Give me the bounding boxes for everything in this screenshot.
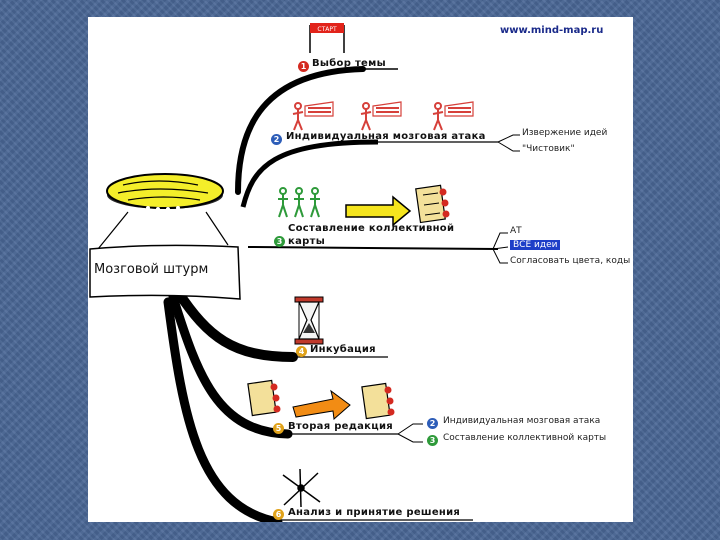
branch-5-child-1: Индивидуальная мозговая атака [443,416,601,426]
branch-5-child-2-number: 3 [427,435,438,446]
branch-3-child-1: АТ [510,226,522,236]
people-icon [292,101,474,131]
start-flag-icon: СТАРТ [309,23,345,53]
branch-label-3-line2: карты [288,236,326,247]
branch-5-child-2: Составление коллективной карты [443,433,607,443]
checklist-icon-right [361,382,395,420]
branch-curve-3 [247,246,499,250]
decision-icon [282,468,321,508]
branch-number-4: 4 [296,346,307,357]
mind-map-slide: СТАРТ [88,17,633,522]
branch-number-2: 2 [271,134,282,145]
checklist-icon-left [247,379,281,417]
branch-3-child-2: ВСЕ идеи [510,240,561,250]
team-icon [278,187,320,218]
branch-number-5: 5 [273,423,284,434]
site-url: www.mind-map.ru [500,25,604,36]
mind-map-lines: СТАРТ [89,23,520,522]
branch-label-2: Индивидуальная мозговая атака [286,131,486,142]
center-box [89,244,241,300]
branch-2-child-2: "Чистовик" [522,144,575,154]
hourglass-icon [294,296,324,345]
branch-3-child-3: Согласовать цвета, коды [510,256,631,266]
checklist-icon [415,184,450,224]
orange-arrow-icon [292,389,351,420]
flag-text: СТАРТ [317,26,337,33]
branch-curve-4 [173,287,298,362]
branch-curve-2 [240,139,379,208]
branch-number-6: 6 [273,509,284,520]
branch-label-1: Выбор темы [312,58,386,69]
arrow-icon [345,195,412,227]
branch-label-4: Инкубация [310,344,376,355]
branch-number-3: 3 [274,236,285,247]
branch-label-5: Вторая редакция [288,421,393,432]
brain-icon [106,173,224,211]
branch-curve-5 [168,292,293,439]
branch-label-3-line1: Составление коллективной [288,223,455,234]
branch-5-child-1-number: 2 [427,418,438,429]
branch-curve-1 [235,66,366,195]
branch-number-1: 1 [298,61,309,72]
branch-curve-6 [163,297,283,522]
center-label: Мозговой штурм [94,262,209,277]
branch-label-6: Анализ и принятие решения [288,507,461,518]
branch-2-child-1: Извержение идей [522,128,608,138]
